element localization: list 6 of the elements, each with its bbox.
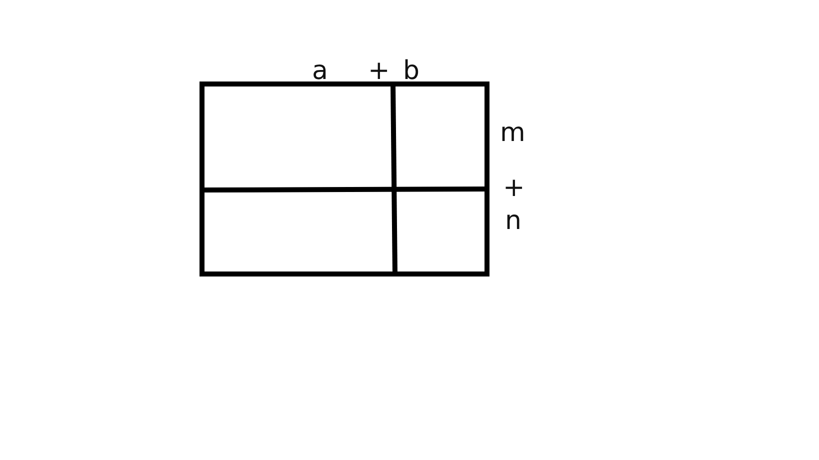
plus-sign: +: [368, 58, 390, 84]
variable-label: m: [500, 120, 526, 146]
variable-label: a: [312, 58, 328, 84]
plus-sign: +: [503, 175, 525, 201]
variable-label: b: [403, 58, 420, 84]
variable-label: n: [505, 208, 522, 234]
